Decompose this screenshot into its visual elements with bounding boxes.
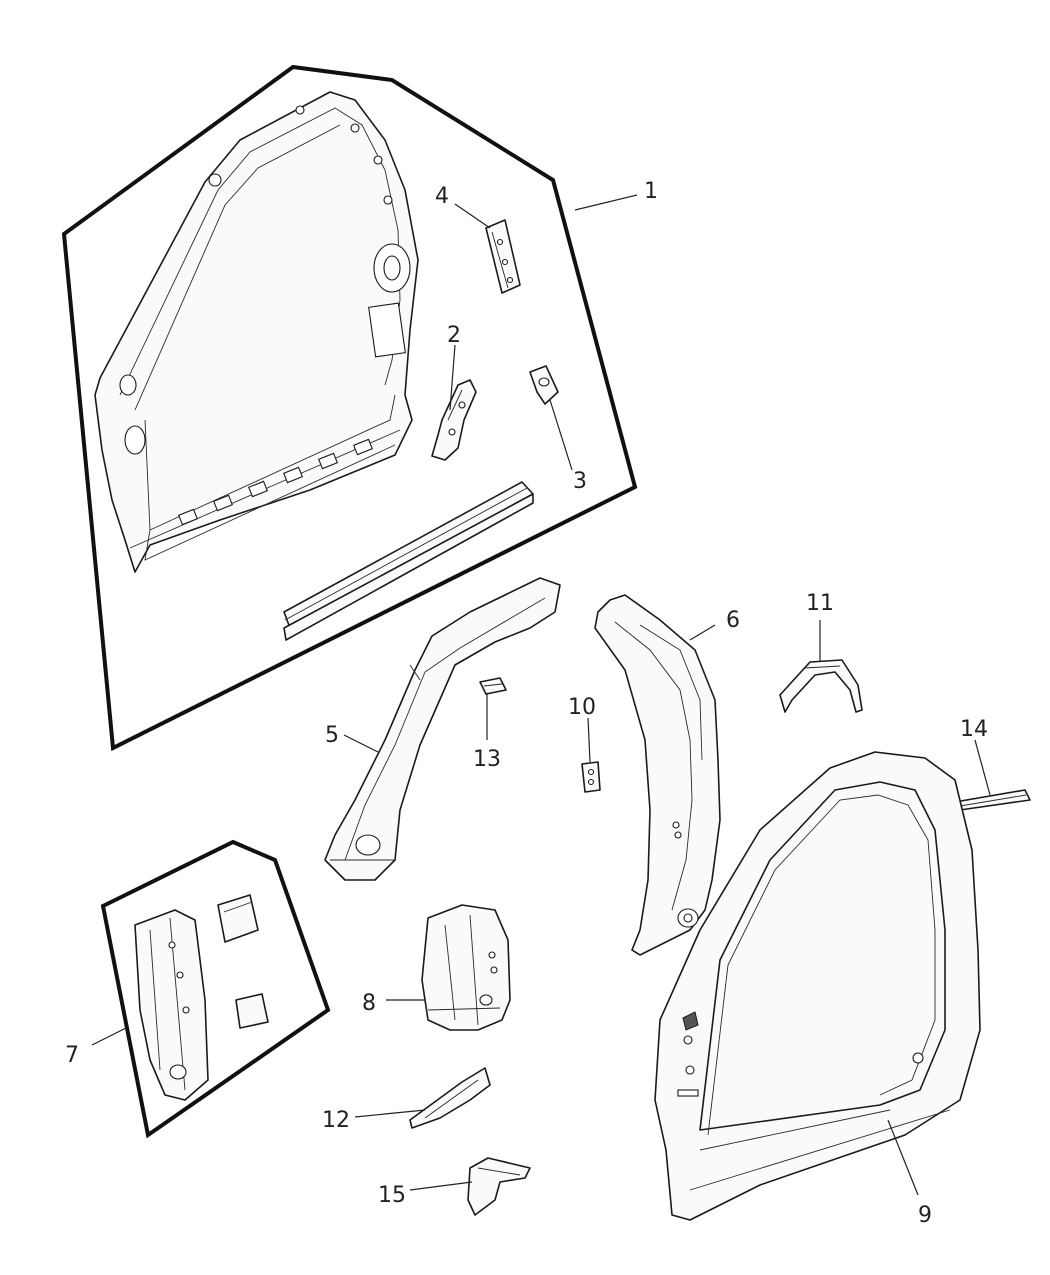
callout-7: 7 bbox=[65, 1043, 79, 1068]
part-13-clip[interactable] bbox=[479, 677, 507, 695]
callout-6: 6 bbox=[726, 608, 740, 633]
assembly-frame-7 bbox=[100, 839, 331, 1139]
callout-12: 12 bbox=[322, 1108, 350, 1133]
callout-3: 3 bbox=[573, 469, 587, 494]
part-15-bracket[interactable] bbox=[467, 1157, 531, 1216]
callout-13: 13 bbox=[473, 747, 501, 772]
callout-10: 10 bbox=[568, 695, 596, 720]
part-10-bracket[interactable] bbox=[581, 761, 601, 793]
part-12-bracket[interactable] bbox=[409, 1067, 491, 1129]
part-2-bracket[interactable] bbox=[431, 379, 477, 461]
callout-1: 1 bbox=[644, 179, 658, 204]
callout-14: 14 bbox=[960, 717, 988, 742]
callout-9: 9 bbox=[918, 1203, 932, 1228]
part-11-bracket[interactable] bbox=[779, 659, 863, 713]
part-7-reinforcement-set[interactable] bbox=[134, 894, 269, 1101]
callout-8: 8 bbox=[362, 991, 376, 1016]
callout-2: 2 bbox=[447, 323, 461, 348]
part-5-a-pillar[interactable] bbox=[324, 577, 561, 881]
part-4-reinforcement[interactable] bbox=[485, 219, 521, 294]
part-3-plate[interactable] bbox=[529, 365, 559, 405]
part-14-sill-strip[interactable] bbox=[954, 789, 1031, 811]
part-9-body-side-outer[interactable] bbox=[654, 751, 981, 1221]
assembly-frame-1 bbox=[61, 64, 638, 752]
part-1-sill-rail[interactable] bbox=[283, 481, 534, 641]
callout-15: 15 bbox=[378, 1183, 406, 1208]
callout-5: 5 bbox=[325, 723, 339, 748]
part-6-b-pillar[interactable] bbox=[594, 594, 721, 956]
part-8-pillar-lower[interactable] bbox=[421, 904, 511, 1031]
part-1-aperture-panel[interactable] bbox=[94, 91, 419, 573]
callout-4: 4 bbox=[435, 184, 449, 209]
callout-11: 11 bbox=[806, 591, 834, 616]
